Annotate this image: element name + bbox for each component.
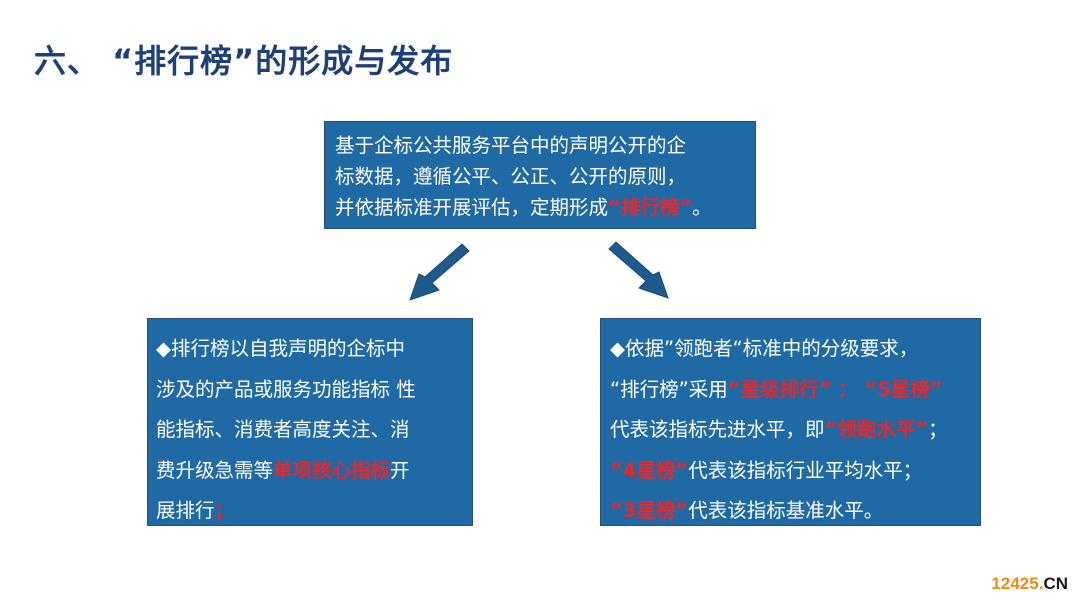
rating-line-5-text: 代表该指标基准水平。 [688,499,884,522]
scope-line-5-highlight: ； [214,499,235,522]
scope-highlight-core-indicators: 单项核心指标 [273,458,391,482]
rating-line-3: 代表该指标先进水平，即“领跑水平”； [610,410,976,451]
rating-line-2-text: “排行榜”采用 [610,377,728,401]
rating-line-1: ◆依据”领跑者“标准中的分级要求， [610,337,919,360]
intro-line-1: 基于企标公共服务平台中的声明公开的企 [335,134,687,157]
intro-text-box: 基于企标公共服务平台中的声明公开的企 标数据，遵循公平、公正、公开的原则， 并依… [324,121,756,229]
scope-line-4-end: 开 [390,458,410,482]
arrow-down-right-icon [608,241,669,299]
scope-line-4: 费升级急需等单项核心指标开 [156,451,466,492]
scope-line-2: 涉及的产品或服务功能指标 性 [156,377,416,401]
rating-highlight-3-star: “3星榜” [610,499,689,522]
scope-line-5-text: 展排行 [156,499,215,522]
intro-line-3-end: 。 [692,196,712,219]
rating-highlight-4-star: “4星榜” [610,458,689,482]
rating-line-4-text: 代表该指标行业平均水平； [688,458,923,482]
intro-line-3-text: 并依据标准开展评估，定期形成 [335,196,609,219]
rating-line-5: “3星榜”代表该指标基准水平。 [610,491,976,532]
page-title: 六、 “排行榜”的形成与发布 [34,42,454,80]
intro-highlight-ranking: “排行榜” [608,196,693,219]
scope-line-4-text: 费升级急需等 [156,458,274,482]
scope-line-5: 展排行； [156,491,466,532]
rating-line-3-text: 代表该指标先进水平，即 [610,418,825,441]
rating-line-4: “4星榜”代表该指标行业平均水平； [610,451,976,492]
rating-line-3-end: ； [928,418,948,441]
watermark-dot: . [1038,574,1044,593]
intro-line-2: 标数据，遵循公平、公正、公开的原则， [335,165,687,188]
star-rating-box: ◆依据”领跑者“标准中的分级要求， “排行榜”采用“星级排行” ： “5星榜” … [600,318,981,526]
rating-line-2: “排行榜”采用“星级排行” ： “5星榜” [610,370,976,411]
rating-highlight-star-ranking: “星级排行” ： “5星榜” [727,377,943,401]
ranking-scope-box: ◆排行榜以自我声明的企标中 涉及的产品或服务功能指标 性 能指标、消费者高度关注… [147,318,473,526]
scope-line-1: ◆排行榜以自我声明的企标中 [156,337,405,360]
watermark-number: 12425 [991,574,1039,593]
watermark-suffix: CN [1043,574,1068,593]
scope-line-3: 能指标、消费者高度关注、消 [156,418,410,441]
intro-line-3: 并依据标准开展评估，定期形成“排行榜”。 [335,192,747,223]
site-watermark: 12425.CN [991,574,1068,594]
rating-highlight-leading-level: “领跑水平” [824,418,929,441]
arrow-down-left-icon [409,243,470,301]
